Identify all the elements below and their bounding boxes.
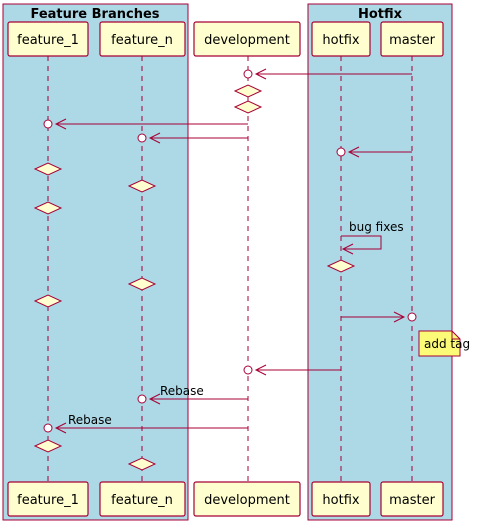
message-development-to-feature-1-1 xyxy=(43,118,248,130)
diamond-feature-n-1 xyxy=(127,179,157,193)
message-label-bug-fixes: bug fixes xyxy=(349,220,404,234)
lifelines xyxy=(47,56,413,482)
message-master-to-development-1 xyxy=(243,68,412,80)
participant-master-top: master xyxy=(380,21,444,57)
note-add-tag-text: add tag xyxy=(424,337,470,351)
participant-feature-n-top: feature_n xyxy=(99,21,186,57)
diamond-feature-1-4 xyxy=(33,439,63,453)
participant-development-top: development xyxy=(193,21,301,57)
diamond-feature-n-3 xyxy=(127,457,157,471)
diamond-feature-1-2 xyxy=(33,201,63,215)
participant-master-bottom-label: master xyxy=(389,493,435,508)
message-hotfix-self xyxy=(341,235,382,255)
participant-development-top-label: development xyxy=(204,33,290,48)
participant-master-top-label: master xyxy=(389,33,435,48)
box-feature-branches: Feature Branches xyxy=(2,3,189,521)
message-development-to-feature-n-1 xyxy=(137,132,248,144)
participant-hotfix-top: hotfix xyxy=(311,21,371,57)
message-rebase-feature-n xyxy=(137,393,248,405)
participant-master-bottom: master xyxy=(380,481,444,517)
participant-development-bottom: development xyxy=(193,481,301,517)
participant-feature-n-bottom: feature_n xyxy=(99,481,186,517)
participant-feature-1-top: feature_1 xyxy=(7,21,89,57)
message-label-rebase-feature-1: Rebase xyxy=(68,413,112,427)
diamond-development-1 xyxy=(233,84,263,98)
message-master-to-hotfix xyxy=(336,146,412,158)
participant-feature-1-bottom: feature_1 xyxy=(7,481,89,517)
diamond-feature-n-2 xyxy=(127,277,157,291)
participant-hotfix-bottom: hotfix xyxy=(311,481,371,517)
box-hotfix: Hotfix xyxy=(307,3,453,521)
message-hotfix-to-development xyxy=(243,364,341,376)
participant-development-bottom-label: development xyxy=(204,493,290,508)
participant-feature-1-bottom-label: feature_1 xyxy=(17,493,79,508)
message-hotfix-to-master xyxy=(341,311,417,323)
note-add-tag: add tag xyxy=(418,330,470,357)
participant-feature-1-top-label: feature_1 xyxy=(17,33,79,48)
diamond-feature-1-1 xyxy=(33,162,63,176)
message-label-rebase-feature-n: Rebase xyxy=(160,384,204,398)
participant-feature-n-top-label: feature_n xyxy=(111,33,173,48)
participant-hotfix-bottom-label: hotfix xyxy=(322,493,359,508)
box-feature-branches-title: Feature Branches xyxy=(30,7,159,22)
participant-hotfix-top-label: hotfix xyxy=(322,33,359,48)
message-rebase-feature-1 xyxy=(43,422,248,434)
participant-feature-n-bottom-label: feature_n xyxy=(111,493,173,508)
messages xyxy=(43,68,417,434)
diamond-feature-1-3 xyxy=(33,294,63,308)
diamonds xyxy=(33,84,356,471)
box-hotfix-title: Hotfix xyxy=(358,7,403,22)
diamond-hotfix-1 xyxy=(326,259,356,273)
diamond-development-2 xyxy=(233,100,263,114)
